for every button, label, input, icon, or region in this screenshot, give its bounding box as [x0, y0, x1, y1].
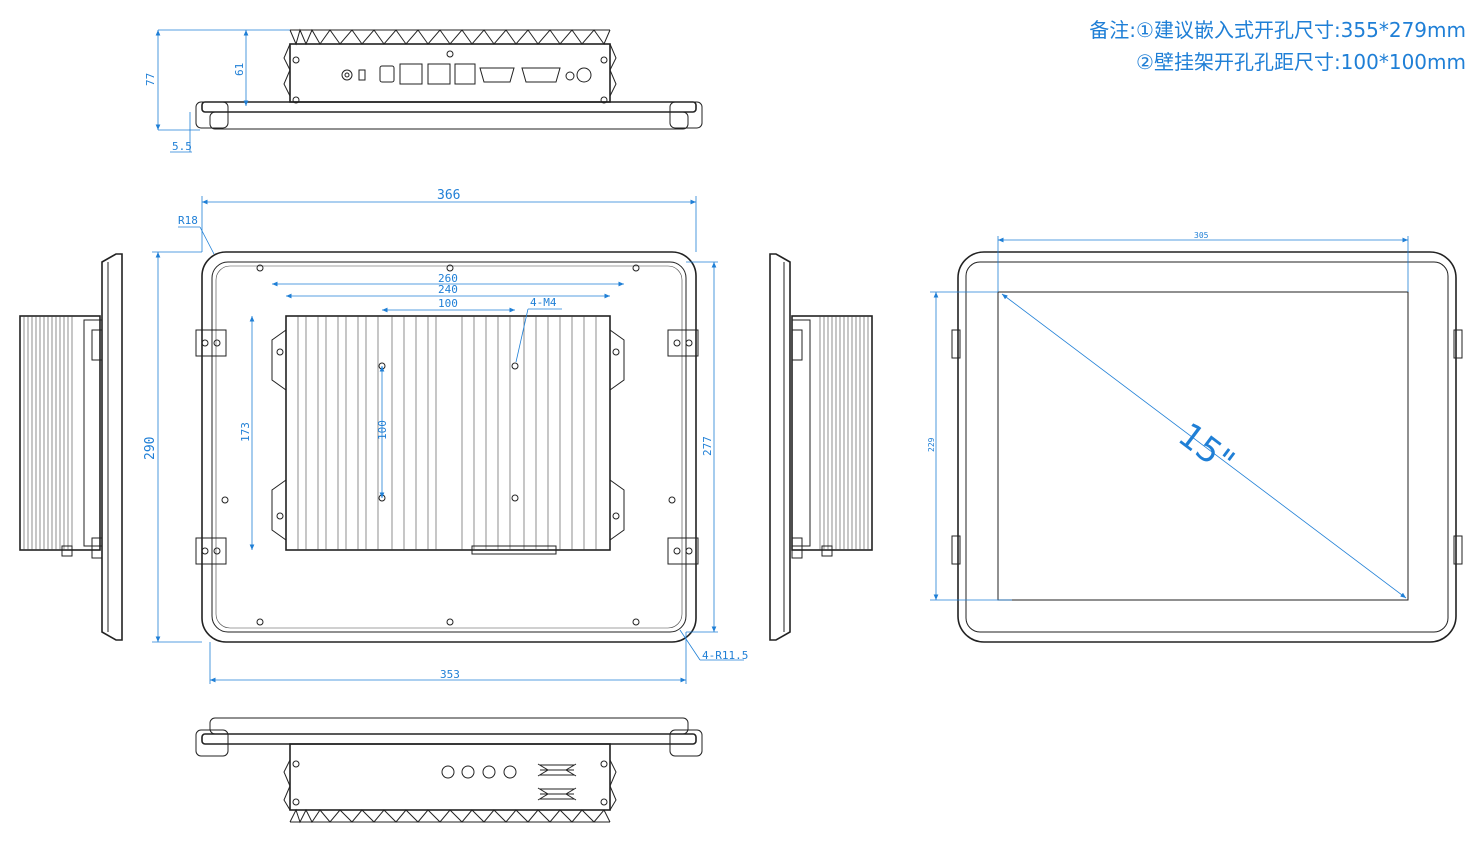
bottom-view — [195, 717, 703, 824]
dim-r18: R18 — [178, 214, 198, 227]
dim-290: 290 — [143, 437, 158, 460]
dim-15-inch: 15" — [1171, 415, 1242, 482]
dim-260: 260 — [438, 272, 458, 285]
dim-100-v: 100 — [376, 420, 389, 440]
right-side-view — [769, 253, 873, 641]
screen-dimensions: 305 229 15" — [927, 231, 1409, 601]
dim-100-h: 100 — [438, 297, 458, 310]
left-side-view — [19, 253, 123, 641]
dim-4-r11-5: 4-R11.5 — [702, 649, 748, 662]
dim-240: 240 — [438, 283, 458, 296]
dim-61: 61 — [233, 63, 246, 76]
dim-229: 229 — [927, 437, 936, 452]
front-view-dimensions: 366 R18 290 260 240 100 4-M4 173 100 277… — [143, 188, 748, 684]
dim-4-m4: 4-M4 — [530, 296, 557, 309]
dim-5-5: 5.5 — [172, 140, 192, 153]
note-line-2: ②壁挂架开孔孔距尺寸:100*100mm — [1136, 50, 1466, 74]
dim-366: 366 — [437, 188, 460, 203]
dim-173: 173 — [239, 422, 252, 442]
screen-front-view — [951, 251, 1463, 643]
top-view — [195, 28, 703, 130]
front-view — [195, 251, 699, 643]
top-view-dimensions: 77 61 5.5 — [144, 29, 290, 153]
note-line-1: 备注:①建议嵌入式开孔尺寸:355*279mm — [1089, 18, 1466, 42]
dim-277: 277 — [701, 436, 714, 456]
dim-77: 77 — [144, 73, 157, 86]
dim-305: 305 — [1194, 231, 1209, 240]
dim-353: 353 — [440, 668, 460, 681]
